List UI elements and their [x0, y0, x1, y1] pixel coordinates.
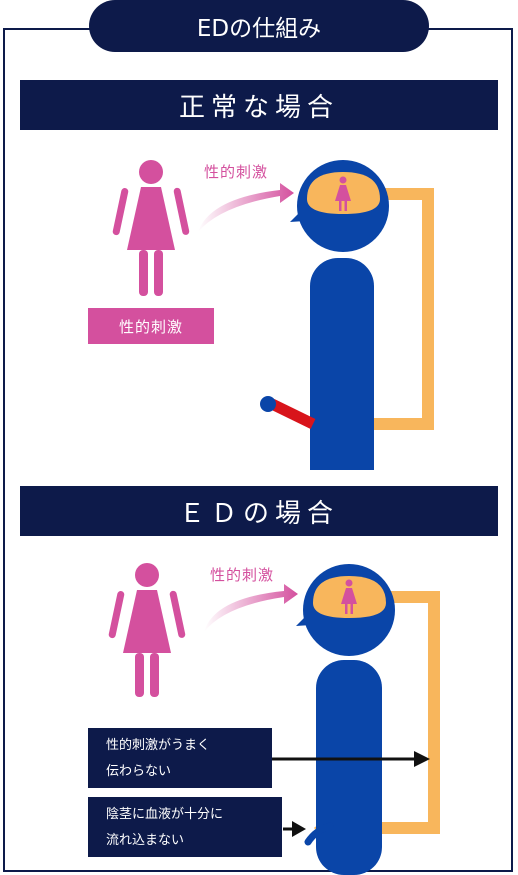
woman-figure-ed — [108, 563, 186, 697]
stimulus-arrow — [198, 183, 294, 232]
body-normal — [310, 258, 374, 470]
note-line: 陰茎に血液が十分に — [106, 807, 224, 822]
page-title: EDの仕組み — [89, 0, 429, 52]
note-line: 流れ込まない — [106, 833, 185, 848]
woman-figure — [112, 160, 190, 296]
head-normal — [290, 160, 389, 252]
nerve-path — [336, 188, 434, 430]
note-line: 伝わらない — [106, 764, 172, 779]
stimulus-label: 性的刺激 — [204, 163, 269, 181]
penis-ed — [304, 822, 334, 846]
note-blood-flow: 陰茎に血液が十分に 流れ込まない — [88, 797, 282, 857]
head-ed — [296, 564, 395, 656]
note-signal-failure: 性的刺激がうまく 伝わらない — [88, 728, 272, 788]
section-heading-normal: 正常な場合 — [20, 80, 498, 130]
body-ed — [316, 660, 382, 875]
stimulus-box: 性的刺激 — [88, 308, 214, 344]
stimulus-arrow-ed — [204, 584, 298, 632]
section-heading-ed: ＥＤの場合 — [20, 486, 498, 536]
note-line: 性的刺激がうまく — [106, 738, 211, 753]
nerve-path-ed — [340, 591, 440, 834]
penis-normal — [269, 399, 316, 429]
stimulus-label-ed: 性的刺激 — [210, 566, 275, 584]
